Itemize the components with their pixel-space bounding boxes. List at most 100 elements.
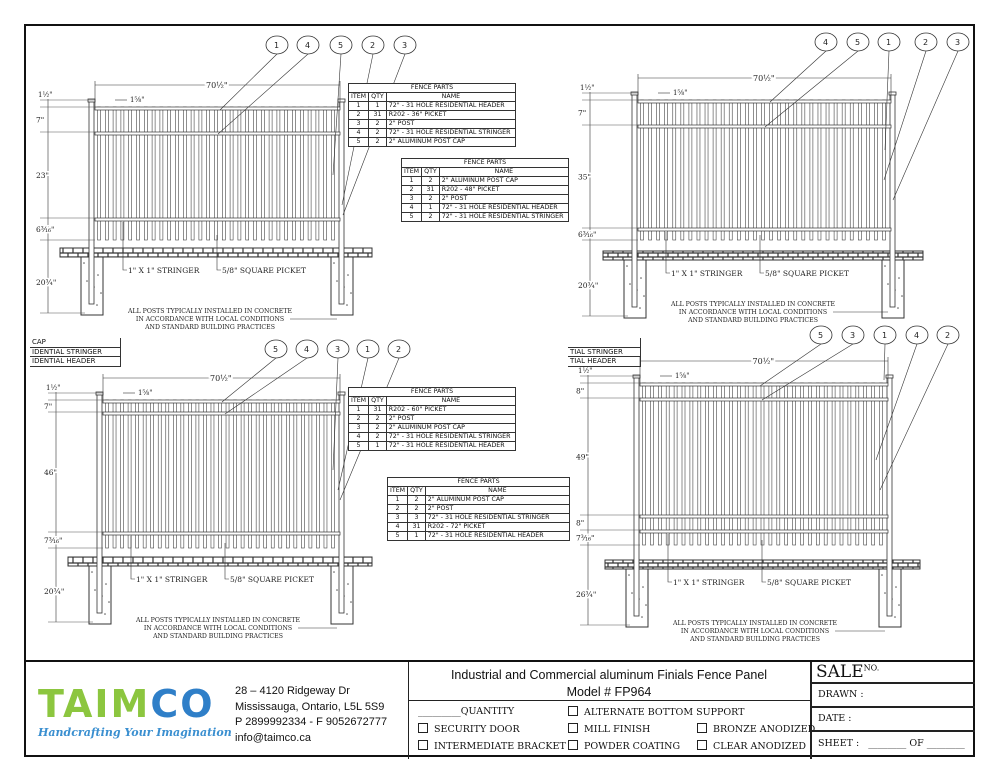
picket xyxy=(135,399,139,549)
callout-bubble xyxy=(814,32,838,52)
callout-number: 5 xyxy=(273,345,278,354)
picket xyxy=(173,399,177,549)
picket xyxy=(753,99,757,241)
picket xyxy=(801,99,806,241)
option-label: SECURITY DOOR xyxy=(434,724,520,735)
callout-bubble xyxy=(356,339,380,359)
sheet-field[interactable]: SHEET : ________ OF ________ xyxy=(818,738,965,749)
item-cell: 4 xyxy=(400,203,423,213)
checkbox[interactable] xyxy=(418,740,428,750)
taimco-logo: TAIMCO Handcrafting Your Imagination xyxy=(38,682,232,739)
table-title: FENCE PARTS xyxy=(348,83,516,93)
stringer-leader xyxy=(667,534,672,583)
option-security-door[interactable]: SECURITY DOOR xyxy=(418,723,520,735)
table-row: IDENTIAL STRINGER xyxy=(30,348,120,357)
drawn-field[interactable]: DRAWN : xyxy=(810,684,975,708)
option-bronze-anodized[interactable]: BRONZE ANODIZED xyxy=(697,723,815,735)
concrete-dot xyxy=(346,304,348,306)
logo-tagline: Handcrafting Your Imagination xyxy=(38,726,232,739)
picket-leader xyxy=(216,235,221,271)
picket xyxy=(278,399,283,549)
option-clear-anodized[interactable]: CLEAR ANODIZED xyxy=(697,740,806,752)
concrete-dot xyxy=(894,616,896,618)
option-label: BRONZE ANODIZED xyxy=(713,724,816,735)
callout-leader xyxy=(764,50,859,128)
table-row: TIAL STRINGER xyxy=(568,348,640,357)
callout-leader xyxy=(759,343,822,387)
option-alternate-bottom-support[interactable]: ALTERNATE BOTTOM SUPPORT xyxy=(568,706,745,718)
name-cell: 2" POST xyxy=(438,194,570,204)
picket xyxy=(882,99,886,241)
name-cell: 72" - 31 HOLE RESIDENTIAL HEADER xyxy=(385,101,517,111)
rail xyxy=(102,531,341,536)
option-intermediate-bracket[interactable]: INTERMEDIATE BRACKET xyxy=(418,740,566,752)
option-mill-finish[interactable]: MILL FINISH xyxy=(568,723,650,735)
item-cell: 4 xyxy=(386,522,409,532)
picket xyxy=(745,99,749,241)
concrete-dot xyxy=(640,277,642,279)
checkbox[interactable] xyxy=(568,723,578,733)
callout-leader xyxy=(883,50,927,181)
picket xyxy=(720,99,725,241)
qty-cell: 1 xyxy=(421,203,440,213)
name-cell: 2" ALUMINUM POST CAP xyxy=(385,137,517,147)
email-link[interactable]: info@taimco.ca xyxy=(235,731,311,744)
post xyxy=(338,100,345,305)
picket xyxy=(729,382,733,546)
picket xyxy=(849,99,854,241)
callout-bubble xyxy=(295,339,319,359)
rail xyxy=(94,106,341,111)
checkbox[interactable] xyxy=(568,740,578,750)
sheet-info: SALENO. DRAWN : DATE : SHEET : ________ … xyxy=(810,662,975,759)
picket xyxy=(650,382,654,546)
callout-leader xyxy=(332,53,342,176)
checkbox[interactable] xyxy=(418,723,428,733)
qty-cell: 2 xyxy=(407,504,426,514)
quantity-field[interactable]: _________QUANTITY xyxy=(418,706,515,717)
name-cell: 72" - 31 HOLE RESIDENTIAL STRINGER xyxy=(438,212,570,222)
footing-dimension-label: 26¾" xyxy=(576,590,596,599)
post xyxy=(88,100,95,305)
option-powder-coating[interactable]: POWDER COATING xyxy=(568,740,680,752)
installation-note: AND STANDARD BUILDING PRACTICES xyxy=(144,324,275,331)
name-cell: 72" - 31 HOLE RESIDENTIAL STRINGER xyxy=(424,513,571,523)
height-dimension-label: 46" xyxy=(44,468,57,477)
height-dimension-label: 23" xyxy=(36,171,49,180)
height-dimension-label: 49" xyxy=(576,453,589,462)
checkbox[interactable] xyxy=(697,740,707,750)
concrete-dot xyxy=(895,586,897,588)
post xyxy=(338,393,345,614)
item-cell: 5 xyxy=(347,441,370,451)
item-cell: 1 xyxy=(347,101,370,111)
height-dimension-label: 7³⁄₁₆" xyxy=(576,534,595,543)
name-cell: R202 - 72" PICKET xyxy=(424,522,571,532)
checkbox[interactable] xyxy=(697,723,707,733)
callout-number: 1 xyxy=(365,345,370,354)
concrete-dot xyxy=(83,262,85,264)
name-cell: 72" - 31 HOLE RESIDENTIAL STRINGER xyxy=(385,432,517,442)
picket xyxy=(233,399,237,549)
checkbox[interactable] xyxy=(568,706,578,716)
picket xyxy=(784,382,789,546)
concrete-dot xyxy=(642,586,644,588)
stringer-label: 1" X 1" STRINGER xyxy=(136,575,208,584)
stringer-leader xyxy=(122,222,127,271)
table-title: FENCE PARTS xyxy=(401,158,569,168)
picket-spacing-label: 1⅝" xyxy=(675,372,689,380)
callout-leader xyxy=(875,343,918,461)
stringer-label: 1" X 1" STRINGER xyxy=(128,266,200,275)
callout-bubble xyxy=(846,32,870,52)
item-cell: 4 xyxy=(347,432,370,442)
picket-spacing-label: 1⅝" xyxy=(138,389,152,397)
concrete-dot xyxy=(884,592,886,594)
date-field[interactable]: DATE : xyxy=(810,708,975,732)
callout-leader xyxy=(221,357,277,403)
callout-number: 4 xyxy=(823,38,828,47)
